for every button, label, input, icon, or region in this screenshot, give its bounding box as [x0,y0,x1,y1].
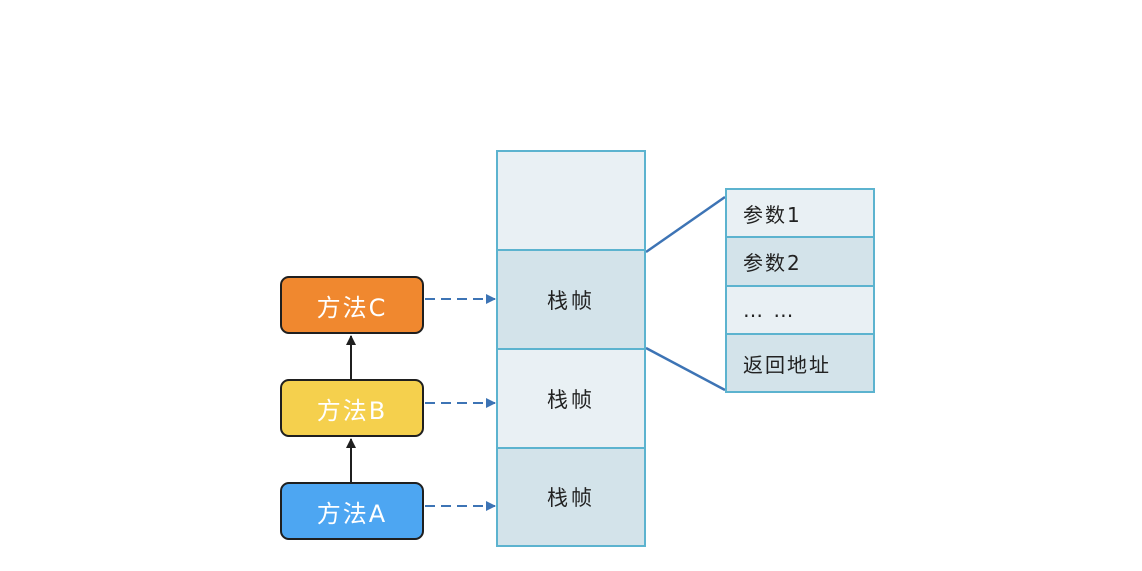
method-c-box: 方法C [280,276,424,334]
stack-frame-c: 栈帧 [498,251,644,350]
stack-frame-label: 栈帧 [547,387,595,412]
expand-line-top [645,195,726,254]
frame-detail: 参数1 参数2 … … 返回地址 [725,188,875,393]
method-a-box: 方法A [280,482,424,540]
stack-frame-label: 栈帧 [547,288,595,313]
detail-row-label: 返回地址 [743,352,831,377]
method-b-box: 方法B [280,379,424,437]
call-stack: 栈帧 栈帧 栈帧 [496,150,646,547]
expand-line-bottom [645,346,726,392]
method-c-label: 方法C [316,293,388,322]
method-b-label: 方法B [316,396,388,425]
detail-row-label: 参数2 [743,251,802,275]
stack-frame-b: 栈帧 [498,350,644,449]
detail-row-ellipsis: … … [727,287,873,335]
detail-row-param-2: 参数2 [727,238,873,287]
detail-row-return-address: 返回地址 [727,335,873,391]
stack-cell-empty [498,152,644,251]
stack-frame-label: 栈帧 [547,486,595,510]
method-a-label: 方法A [316,499,388,528]
detail-row-param-1: 参数1 [727,190,873,238]
detail-row-label: … … [743,298,796,322]
detail-row-label: 参数1 [743,202,802,227]
stack-frame-a: 栈帧 [498,449,644,545]
